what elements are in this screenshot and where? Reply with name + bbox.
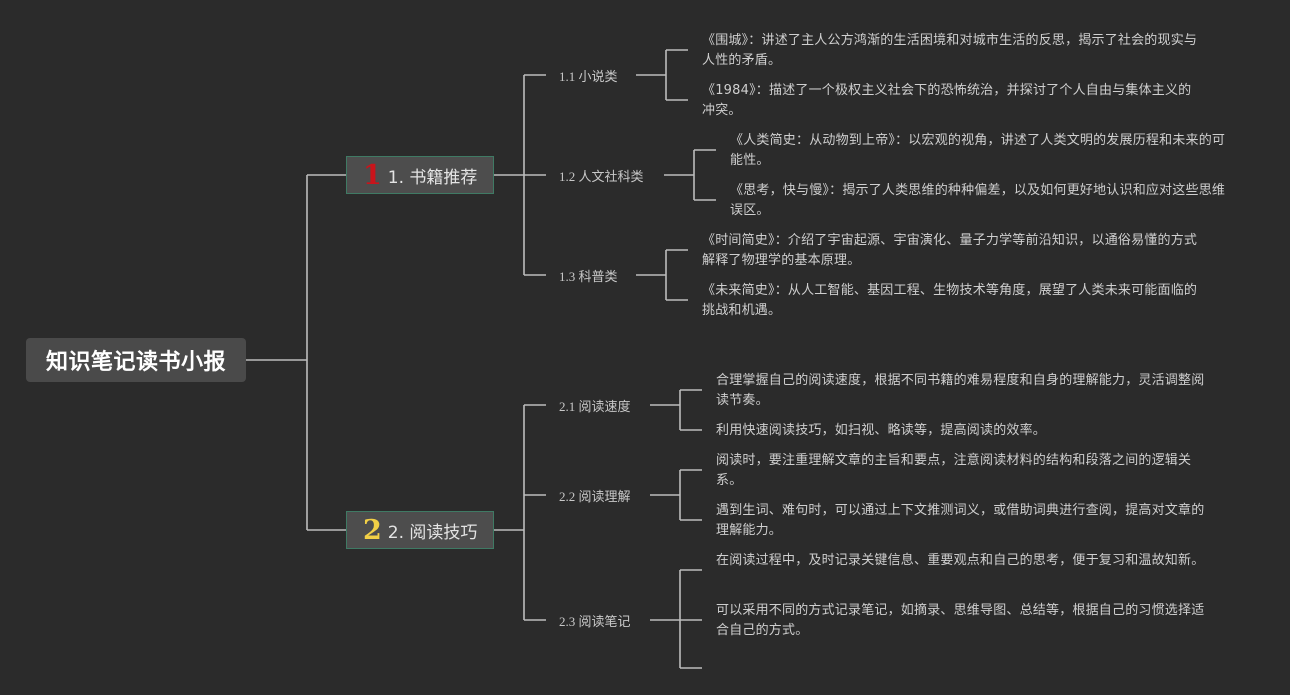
leaf-weicheng[interactable]: 《围城》：讲述了主人公方鸿渐的生活困境和对城市生活的反思，揭示了社会的现实与人性… (702, 31, 1198, 71)
leaf-text: 《时间简史》：介绍了宇宙起源、宇宙演化、量子力学等前沿知识，以通俗易懂的方式解释… (702, 233, 1198, 268)
leaf-text: 《思考，快与慢》：揭示了人类思维的种种偏差，以及如何更好地认识和应对这些思维误区… (730, 183, 1226, 218)
number-2-badge: 2 (363, 514, 382, 546)
subtopic-reading-notes[interactable]: 2.3 阅读笔记 (559, 611, 631, 630)
leaf-speed-reading[interactable]: 利用快速阅读技巧，如扫视、略读等，提高阅读的效率。 (716, 421, 1212, 441)
subtopic-label: 1.1 小说类 (559, 69, 618, 84)
subtopic-novels[interactable]: 1.1 小说类 (559, 66, 618, 85)
subtopic-reading-comprehension[interactable]: 2.2 阅读理解 (559, 486, 631, 505)
subtopic-label: 1.2 人文社科类 (559, 169, 644, 184)
leaf-text: 《人类简史：从动物到上帝》：以宏观的视角，讲述了人类文明的发展历程和未来的可能性… (730, 133, 1226, 168)
subtopic-humanities[interactable]: 1.2 人文社科类 (559, 166, 644, 185)
branch-reading-skills[interactable]: 2 2. 阅读技巧 (346, 511, 494, 549)
subtopic-reading-speed[interactable]: 2.1 阅读速度 (559, 396, 631, 415)
subtopic-label: 2.1 阅读速度 (559, 399, 631, 414)
leaf-note-methods[interactable]: 可以采用不同的方式记录笔记，如摘录、思维导图、总结等，根据自己的习惯选择适合自己… (716, 601, 1212, 641)
root-title: 知识笔记读书小报 (45, 350, 226, 375)
leaf-homo-deus[interactable]: 《未来简史》：从人工智能、基因工程、生物技术等角度，展望了人类未来可能面临的挑战… (702, 281, 1198, 321)
leaf-vocabulary[interactable]: 遇到生词、难句时，可以通过上下文推测词义，或借助词典进行查阅，提高对文章的理解能… (716, 501, 1212, 541)
branch-label: 2. 阅读技巧 (387, 522, 478, 543)
subtopic-popular-science[interactable]: 1.3 科普类 (559, 266, 618, 285)
leaf-text: 可以采用不同的方式记录笔记，如摘录、思维导图、总结等，根据自己的习惯选择适合自己… (716, 603, 1205, 638)
branch-label: 1. 书籍推荐 (387, 167, 478, 188)
leaf-text: 合理掌握自己的阅读速度，根据不同书籍的难易程度和自身的理解能力，灵活调整阅读节奏… (716, 373, 1205, 408)
leaf-sapiens[interactable]: 《人类简史：从动物到上帝》：以宏观的视角，讲述了人类文明的发展历程和未来的可能性… (730, 131, 1226, 171)
leaf-1984[interactable]: 《1984》：描述了一个极权主义社会下的恐怖统治，并探讨了个人自由与集体主义的冲… (702, 81, 1198, 121)
leaf-thinking-fast-slow[interactable]: 《思考，快与慢》：揭示了人类思维的种种偏差，以及如何更好地认识和应对这些思维误区… (730, 181, 1226, 221)
leaf-text: 《1984》：描述了一个极权主义社会下的恐怖统治，并探讨了个人自由与集体主义的冲… (702, 83, 1192, 118)
subtopic-label: 1.3 科普类 (559, 269, 618, 284)
leaf-text: 遇到生词、难句时，可以通过上下文推测词义，或借助词典进行查阅，提高对文章的理解能… (716, 503, 1205, 538)
subtopic-label: 2.3 阅读笔记 (559, 614, 631, 629)
leaf-text: 《围城》：讲述了主人公方鸿渐的生活困境和对城市生活的反思，揭示了社会的现实与人性… (702, 33, 1198, 68)
leaf-speed-control[interactable]: 合理掌握自己的阅读速度，根据不同书籍的难易程度和自身的理解能力，灵活调整阅读节奏… (716, 371, 1212, 411)
root-topic[interactable]: 知识笔记读书小报 (26, 338, 246, 382)
leaf-text: 利用快速阅读技巧，如扫视、略读等，提高阅读的效率。 (716, 423, 1047, 438)
leaf-record-notes[interactable]: 在阅读过程中，及时记录关键信息、重要观点和自己的思考，便于复习和温故知新。 (716, 551, 1212, 571)
leaf-text: 在阅读过程中，及时记录关键信息、重要观点和自己的思考，便于复习和温故知新。 (716, 553, 1205, 568)
leaf-text: 《未来简史》：从人工智能、基因工程、生物技术等角度，展望了人类未来可能面临的挑战… (702, 283, 1198, 318)
leaf-brief-history-of-time[interactable]: 《时间简史》：介绍了宇宙起源、宇宙演化、量子力学等前沿知识，以通俗易懂的方式解释… (702, 231, 1198, 271)
leaf-comprehension-focus[interactable]: 阅读时，要注重理解文章的主旨和要点，注意阅读材料的结构和段落之间的逻辑关系。 (716, 451, 1212, 491)
number-1-badge: 1 (363, 159, 382, 191)
branch-book-recommendations[interactable]: 1 1. 书籍推荐 (346, 156, 494, 194)
leaf-text: 阅读时，要注重理解文章的主旨和要点，注意阅读材料的结构和段落之间的逻辑关系。 (716, 453, 1192, 488)
subtopic-label: 2.2 阅读理解 (559, 489, 631, 504)
